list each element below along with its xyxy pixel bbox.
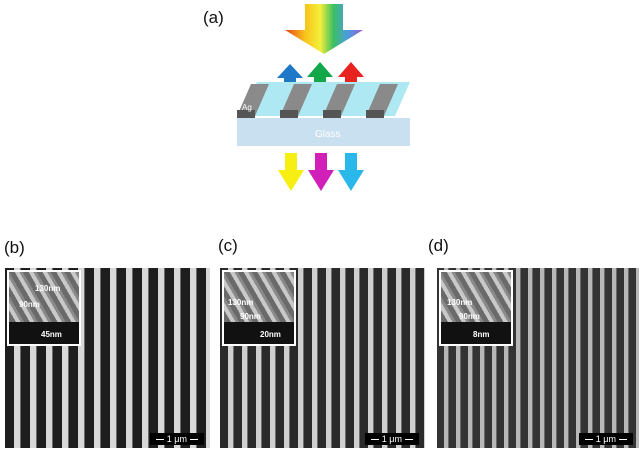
panel-c-label: (c) — [218, 236, 238, 255]
reflected-blue-arrow — [277, 64, 303, 96]
sem-image-d: 130nm 90nm 8nm 1 μm — [437, 268, 639, 448]
sem-inset-b: 130nm 90nm 45nm — [7, 270, 81, 346]
metal-label: Ag — [242, 103, 252, 112]
substrate-label: Glass — [315, 129, 341, 140]
glass-substrate — [237, 118, 410, 146]
scale-bar-b: 1 μm — [149, 433, 204, 445]
incident-light-arrow — [285, 4, 363, 54]
panel-a-label: (a) — [203, 8, 224, 27]
panel-d-label: (d) — [428, 236, 449, 255]
color-filter-diagram: Ag Glass — [237, 4, 410, 191]
sem-inset-d: 130nm 90nm 8nm — [439, 270, 513, 346]
scale-bar-d: 1 μm — [578, 433, 633, 445]
sem-inset-c: 130nm 90nm 20nm — [222, 270, 296, 346]
transmitted-yellow-arrow — [278, 153, 304, 191]
transmitted-cyan-arrow — [338, 153, 364, 191]
panel-b-label: (b) — [4, 238, 25, 257]
sem-image-b: 130nm 90nm 45nm 1 μm — [5, 268, 210, 448]
scale-bar-c: 1 μm — [364, 433, 419, 445]
sem-image-c: 130nm 90nm 20nm 1 μm — [220, 268, 425, 448]
reflected-red-arrow — [338, 62, 364, 96]
reflected-green-arrow — [307, 62, 333, 96]
transmitted-magenta-arrow — [308, 153, 334, 191]
silver-grating — [237, 84, 398, 118]
